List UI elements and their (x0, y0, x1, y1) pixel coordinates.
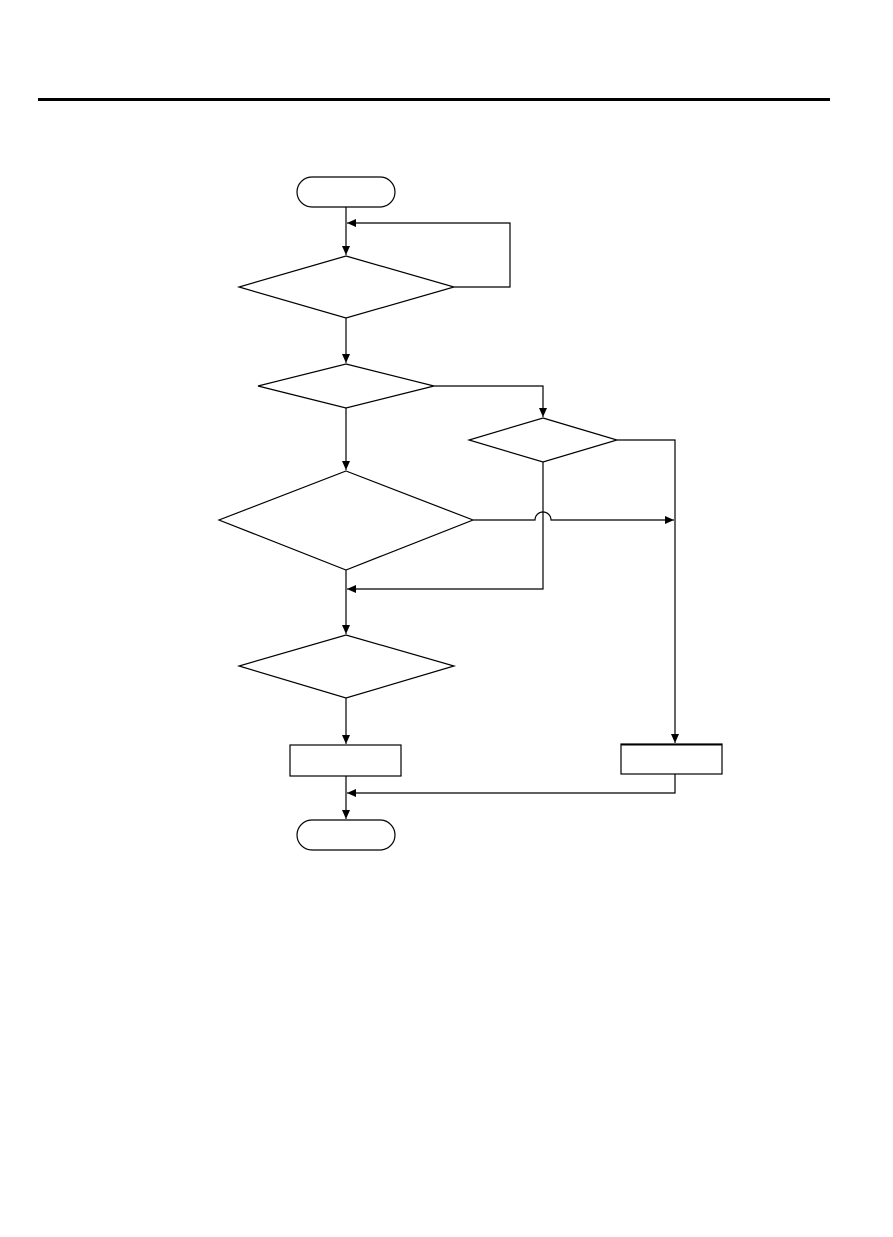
decision-5-diamond (236, 634, 457, 699)
start-terminator (296, 176, 396, 208)
decision-3-diamond (466, 417, 620, 463)
connector-decision-3-to-process-right (617, 439, 679, 743)
end-terminator (296, 819, 396, 851)
process-right-box (620, 743, 723, 775)
decision-1-diamond (236, 255, 457, 319)
connector-decision-4-to-right-branch (473, 511, 674, 524)
connector-decision-2-to-decision-3 (434, 385, 547, 417)
decision-2-diamond (257, 363, 435, 409)
process-left-box (289, 744, 402, 777)
connector-decision-1-loop (347, 219, 511, 288)
connector-decision-3-to-merge (347, 462, 544, 593)
connector-process-right-to-end (347, 774, 676, 797)
decision-4-diamond (217, 470, 475, 571)
